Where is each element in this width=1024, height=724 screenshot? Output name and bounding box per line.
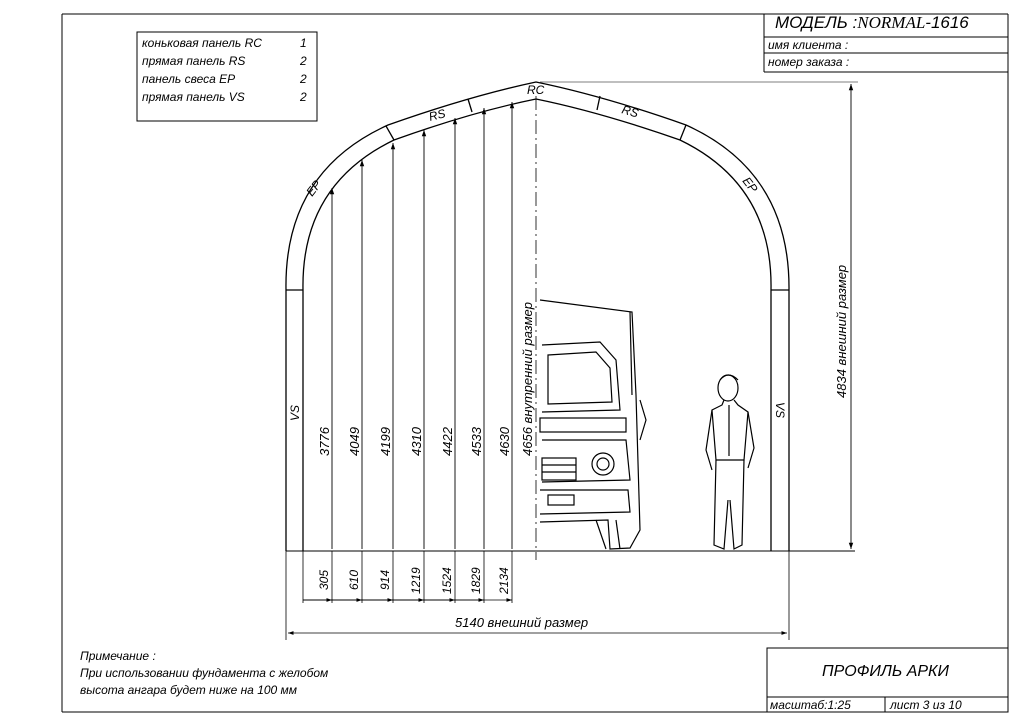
legend-box	[136, 31, 318, 122]
legend-qty: 2	[300, 72, 307, 86]
panel-label-ep-right: EP	[740, 174, 761, 195]
legend-name: прямая панель VS	[142, 90, 245, 104]
panel-label-rc: RC	[527, 83, 545, 97]
legend-row: прямая панель RS 2	[142, 52, 314, 70]
sheet-title-block-frame	[766, 647, 1009, 713]
panel-legend: коньковая панель RC 1 прямая панель RS 2…	[142, 34, 314, 106]
height-label: 4630	[497, 426, 512, 456]
note-line: высота ангара будет ниже на 100 мм	[80, 683, 298, 697]
offset-dimension-lines	[288, 551, 787, 635]
offset-label: 1219	[409, 567, 423, 594]
title-block-frame	[763, 14, 1008, 73]
legend-qty: 2	[300, 54, 307, 68]
legend-row: прямая панель VS 2	[142, 88, 314, 106]
model-label: МОДЕЛЬ :	[775, 13, 858, 32]
offset-label: 610	[347, 570, 361, 590]
sheet-number: лист 3 из 10	[890, 698, 962, 712]
model-title: МОДЕЛЬ :NORMAL-1616	[775, 13, 969, 33]
legend-name: прямая панель RS	[142, 54, 246, 68]
sheet-title: ПРОФИЛЬ АРКИ	[822, 663, 949, 680]
height-label: 4533	[469, 426, 484, 456]
arch-outline	[285, 81, 855, 640]
outer-height-label: 4834 внешний размер	[834, 265, 849, 398]
offset-label: 914	[378, 570, 392, 590]
height-label: 4310	[409, 426, 424, 456]
panel-label-vs-right: VS	[773, 402, 787, 418]
client-field: имя клиента :	[768, 38, 849, 52]
offset-label: 305	[317, 570, 331, 590]
offset-label: 2134	[497, 567, 511, 595]
height-dimension-lines	[329, 81, 858, 549]
note-title: Примечание :	[80, 649, 156, 663]
height-label: 4049	[347, 427, 362, 456]
legend-name: коньковая панель RC	[142, 36, 262, 50]
legend-qty: 1	[300, 36, 307, 50]
scale-label: масштаб:1:25	[770, 698, 851, 712]
legend-row: коньковая панель RC 1	[142, 34, 314, 52]
person-sketch	[705, 374, 755, 550]
panel-label-rs-right: RS	[620, 102, 640, 120]
legend-name: панель свеса EP	[142, 72, 236, 86]
model-number: -1616	[925, 13, 969, 32]
legend-row: панель свеса EP 2	[142, 70, 314, 88]
foundation-note: Примечание : При использовании фундамент…	[80, 648, 328, 699]
inner-height-label: 4656 внутренний размер	[520, 302, 535, 456]
panel-label-vs-left: VS	[288, 405, 302, 421]
truck-sketch	[539, 299, 647, 550]
sheet-frame	[61, 13, 1009, 713]
offset-label: 1524	[440, 567, 454, 594]
panel-label-rs-left: RS	[427, 106, 447, 124]
height-label: 4199	[378, 427, 393, 456]
offset-label: 1829	[469, 567, 483, 594]
outer-width-label: 5140 внешний размер	[455, 615, 588, 630]
legend-qty: 2	[300, 90, 307, 104]
height-label: 4422	[440, 426, 455, 456]
model-name: NORMAL	[857, 13, 926, 32]
note-line: При использовании фундамента с желобом	[80, 666, 329, 680]
height-label: 3776	[317, 426, 332, 456]
order-field: номер заказа :	[768, 55, 850, 69]
